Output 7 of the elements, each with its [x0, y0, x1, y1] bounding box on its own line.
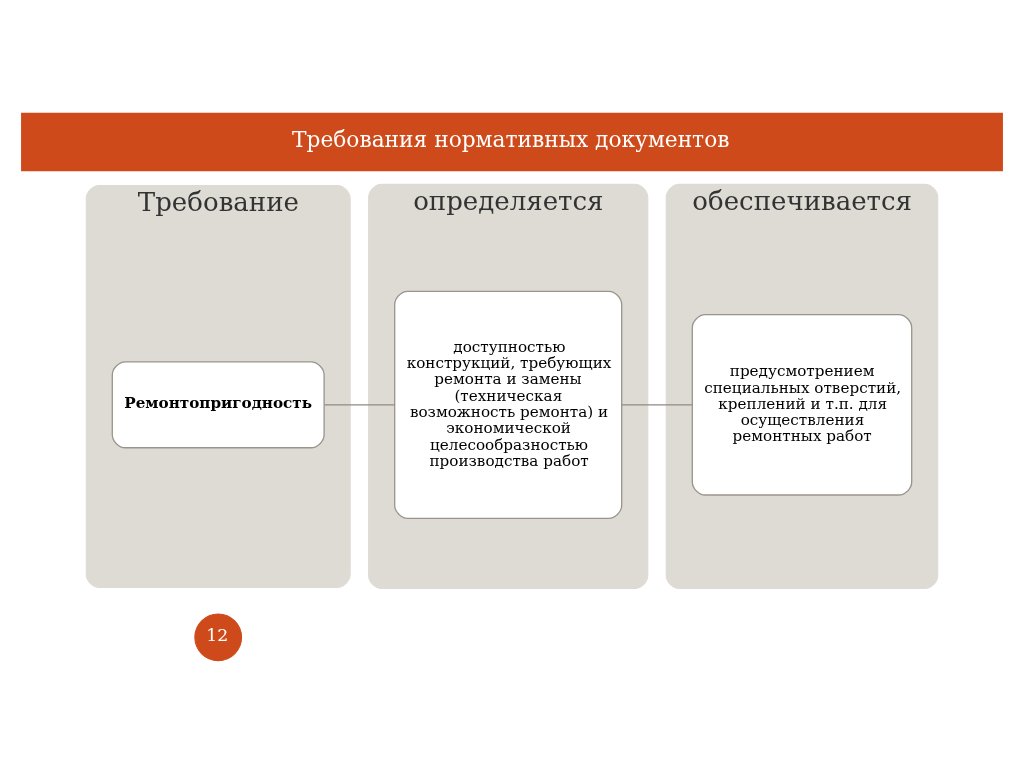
node-box: Ремонтопригодность	[111, 360, 325, 448]
node-circle: 12	[194, 612, 243, 661]
node-box: доступностью конструкций, требующих ремонта и замены (техническая возможность ремонта) и экономической целесообразностью производства работ	[394, 290, 623, 519]
diagram-title: Требования нормативных документов	[292, 126, 730, 152]
node-box: предусмотрением специальных отверстий, креплений и т.п. для осуществления ремонтных работ	[691, 313, 913, 496]
connector	[323, 403, 396, 405]
connector	[621, 403, 693, 405]
